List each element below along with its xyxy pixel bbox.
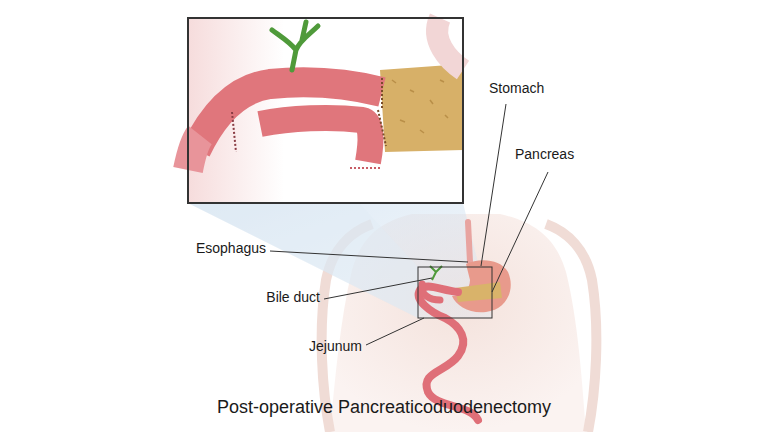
bile-duct — [272, 22, 318, 70]
stomach — [452, 260, 511, 312]
inset-frame — [188, 18, 463, 203]
jejunum — [422, 284, 440, 300]
leader-line — [481, 104, 506, 266]
suture — [381, 78, 383, 108]
organ-label: Esophagus — [196, 240, 266, 257]
caption: Post-operative Pancreaticoduodenectomy — [217, 397, 551, 419]
inset-background — [188, 18, 463, 203]
suture — [350, 167, 382, 169]
zoom-box — [418, 267, 492, 318]
esophagus — [468, 222, 470, 262]
organ-label: Jejunum — [309, 338, 362, 355]
pancreas — [380, 64, 463, 152]
jejunum — [260, 118, 370, 162]
organ-label: Stomach — [489, 80, 544, 97]
organ-label: Pancreas — [515, 146, 574, 163]
arm-silhouette — [546, 224, 596, 432]
inset-illustration — [188, 18, 463, 170]
leader-line — [270, 251, 468, 262]
leader-line — [324, 278, 432, 299]
pancreas-texture — [392, 80, 448, 133]
stomach — [437, 18, 463, 70]
leader-line — [492, 172, 548, 292]
organ-label: Bile duct — [266, 289, 320, 306]
suture — [232, 112, 236, 152]
suture — [378, 110, 386, 146]
jejunum — [188, 135, 200, 170]
leader-line — [366, 318, 424, 345]
